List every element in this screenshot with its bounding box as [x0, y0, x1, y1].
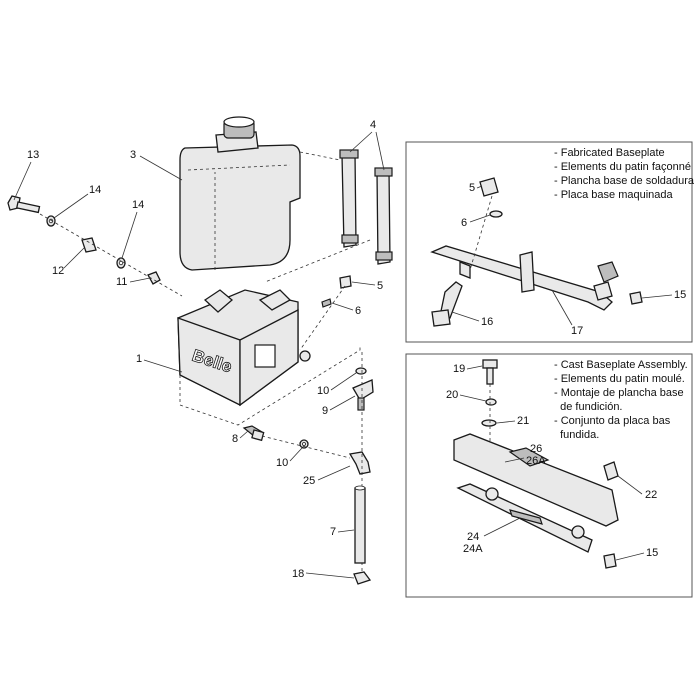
- washer-21: [481, 419, 497, 427]
- callout-label: 14: [132, 199, 144, 211]
- callout-5: 5: [351, 280, 383, 292]
- callout-label: 18: [292, 568, 304, 580]
- strap-left: [339, 149, 359, 248]
- panel-note-line: de fundición.: [554, 401, 623, 413]
- callout-label: 10: [317, 385, 329, 397]
- callout-25: 25: [303, 465, 351, 487]
- callout-label: 25: [303, 475, 315, 487]
- strap-axis: [264, 239, 371, 283]
- callout-label: 6: [461, 217, 467, 229]
- callout-label: 14: [89, 184, 101, 196]
- panel-note-line: - Placa base maquinada: [554, 189, 674, 201]
- callout-9: 9: [322, 395, 356, 417]
- oring-6: [321, 298, 332, 308]
- callout-label: 15: [674, 289, 686, 301]
- callout-label: 10: [276, 457, 288, 469]
- callout-label: 24: [467, 531, 479, 543]
- callout-label: 11: [116, 276, 127, 288]
- panel-note-line: - Fabricated Baseplate: [554, 147, 665, 159]
- fitting-8: [242, 425, 265, 442]
- spacer-12: [81, 237, 97, 253]
- cap-18: [353, 571, 372, 585]
- cap-15-panel1: [629, 291, 643, 305]
- callout-10a: 10: [317, 372, 357, 397]
- bolt-axis: [39, 213, 183, 297]
- callout-label: 4: [370, 119, 376, 131]
- fitting-axis: [299, 285, 346, 351]
- callout-label: 21: [517, 415, 529, 427]
- tank-bracket: Belle: [177, 289, 311, 407]
- tank-strap-axis: [299, 151, 341, 161]
- callout-label: 7: [330, 526, 336, 538]
- nut-5: [479, 177, 499, 197]
- callout-label: 16: [481, 316, 493, 328]
- callout-label: 3: [130, 149, 136, 161]
- callout-13: 13: [13, 149, 39, 201]
- callout-label: 20: [446, 389, 458, 401]
- callout-6: 6: [331, 302, 361, 317]
- callout-10b: 10: [276, 447, 303, 469]
- cap-15-panel2: [603, 553, 617, 569]
- bolt-13: [7, 195, 41, 214]
- callout-11: 11: [116, 276, 151, 288]
- callout-label: 5: [469, 182, 475, 194]
- pipe-7: [354, 485, 366, 564]
- panel-cast-baseplate: - Cast Baseplate Assembly. - Elements du…: [405, 353, 693, 598]
- callout-label: 5: [377, 280, 383, 292]
- callout-4: 4: [349, 119, 385, 171]
- callout-12: 12: [52, 247, 85, 277]
- callout-label: 12: [52, 265, 64, 277]
- water-tank: [179, 116, 301, 271]
- callout-label: 26: [530, 443, 542, 455]
- callout-label: 8: [232, 433, 238, 445]
- callout-label: 15: [646, 547, 658, 559]
- callout-14a: 14: [53, 184, 101, 219]
- callout-label: 17: [571, 325, 583, 337]
- callout-label: 19: [453, 363, 465, 375]
- valve-9: [352, 379, 374, 411]
- washer-14b: [116, 257, 126, 269]
- callout-1: 1: [136, 353, 183, 373]
- callout-label: 26A: [526, 455, 546, 467]
- panel-note-line: - Montaje de plancha base: [554, 387, 684, 399]
- dashed-alignment-bracket: [179, 345, 361, 426]
- callout-label: 1: [136, 353, 142, 365]
- callout-label: 6: [355, 305, 361, 317]
- strap-right: [374, 167, 393, 265]
- washer-10a: [355, 367, 367, 375]
- panel-note-line: fundida.: [554, 429, 599, 441]
- nut-11: [147, 271, 161, 285]
- callout-14b: 14: [121, 199, 144, 259]
- washer-20: [485, 398, 497, 406]
- callout-label: 9: [322, 405, 328, 417]
- panel-note-line: - Elements du patin façonné: [554, 161, 691, 173]
- cast-baseplate-26: [453, 433, 619, 527]
- washer-10b: [299, 439, 309, 449]
- panel-note-line: - Plancha base de soldadura: [554, 175, 695, 187]
- washer-14a: [46, 215, 56, 227]
- callout-18: 18: [292, 568, 355, 580]
- callout-8: 8: [232, 430, 249, 445]
- panel-note-line: - Conjunto da placa bas: [554, 415, 671, 427]
- callout-label: 13: [27, 149, 39, 161]
- callout-label: 22: [645, 489, 657, 501]
- callout-label: 24A: [463, 543, 483, 555]
- panel-fabricated-baseplate: - Fabricated Baseplate - Elements du pat…: [405, 141, 695, 343]
- callout-3: 3: [130, 149, 183, 181]
- panel-note-line: - Cast Baseplate Assembly.: [554, 359, 688, 371]
- fitting-5: [339, 275, 352, 289]
- washer-6: [489, 210, 503, 218]
- panel-note-line: - Elements du patin moulé.: [554, 373, 685, 385]
- elbow-25: [348, 451, 371, 475]
- callout-7: 7: [330, 526, 355, 538]
